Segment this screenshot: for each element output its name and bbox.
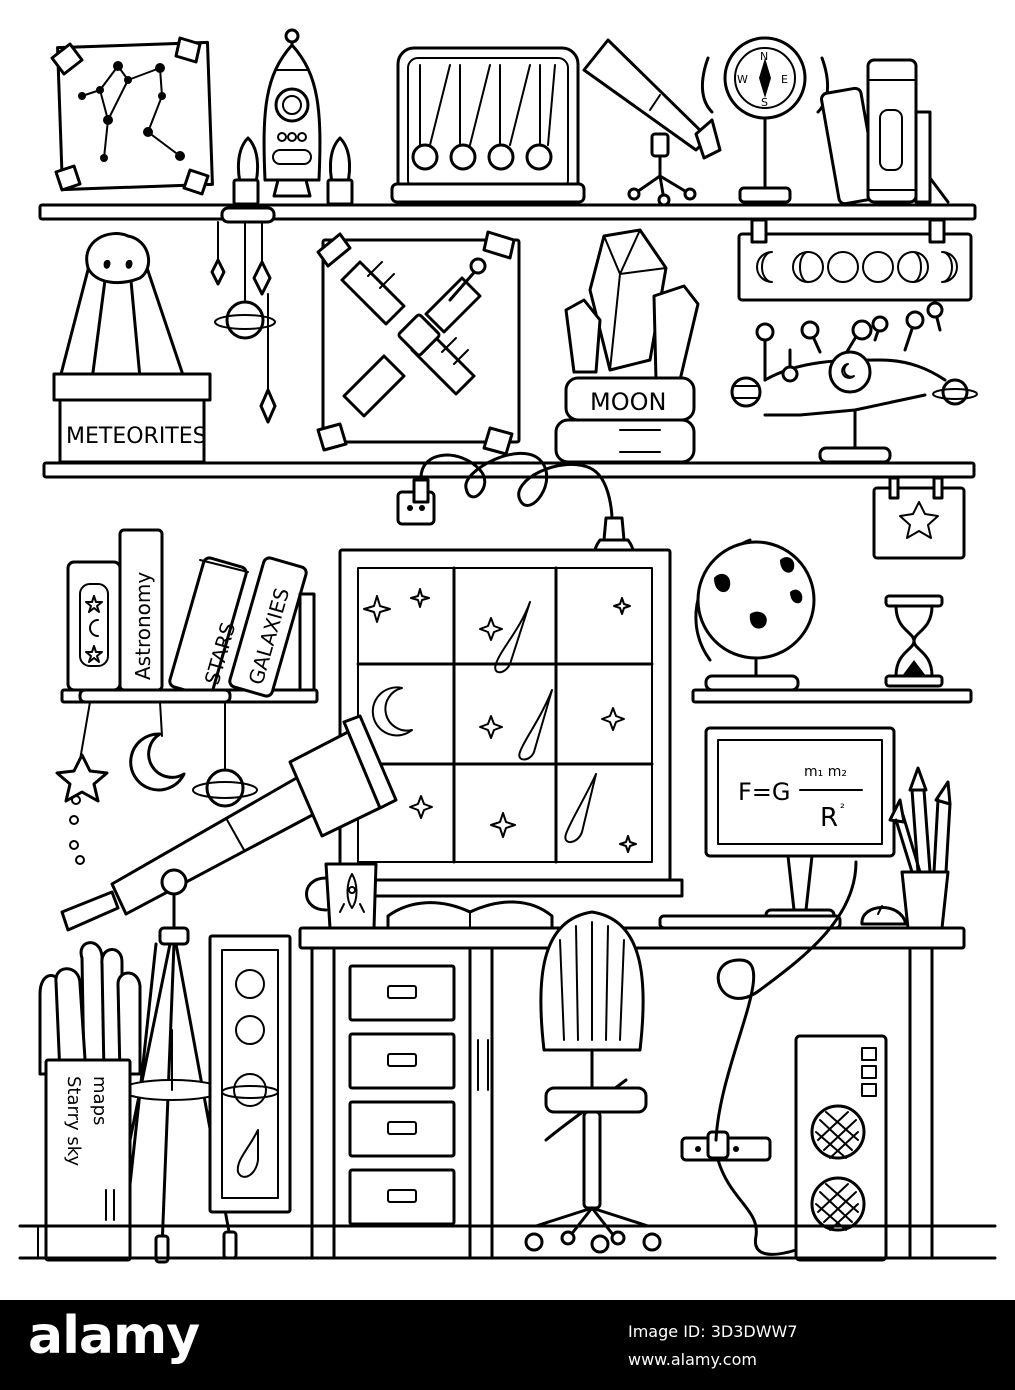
mug-icon <box>305 862 378 930</box>
formula-numerator: m₁ m₂ <box>804 764 847 780</box>
power-strip-icon <box>680 860 858 1256</box>
orrery-icon <box>730 301 978 464</box>
globe-icon <box>694 538 816 692</box>
telescope-large-icon <box>60 714 398 946</box>
hourglass-icon <box>884 594 944 688</box>
crystal-icon <box>564 228 700 382</box>
top-shelf <box>38 203 977 221</box>
maps-label: maps <box>89 1076 110 1125</box>
compass-stand-icon: N S E W <box>701 36 829 204</box>
moon-book-label: MOON <box>590 388 666 416</box>
formula-denominator: R <box>820 803 838 833</box>
star-note-icon <box>872 476 966 560</box>
newtons-cradle-icon <box>390 46 586 204</box>
formula-exponent: ² <box>840 801 845 815</box>
bookshelf-left-icon: Astronomy STARS GALAXIES <box>55 528 316 865</box>
window-icon <box>328 548 684 898</box>
telescope-small-icon <box>582 38 722 207</box>
alamy-logo: alamy <box>28 1306 200 1366</box>
moon-book-stack-icon: MOON <box>554 376 696 464</box>
poster-planets-icon <box>208 934 292 1214</box>
compass-w: W <box>737 73 748 86</box>
drawers-icon <box>332 946 472 1260</box>
starry-sky-label: Starry sky <box>63 1076 84 1167</box>
meteorite-model-icon <box>58 232 186 382</box>
keyboard-icon <box>658 914 842 930</box>
moon-phases-banner-icon <box>737 218 973 302</box>
book-stack-top-icon <box>820 58 950 206</box>
maps-bin-icon: maps Starry sky <box>38 941 142 1262</box>
pc-tower-icon <box>794 1034 888 1262</box>
floor-line <box>18 1224 997 1260</box>
compass-e: E <box>781 73 788 86</box>
office-chair-icon <box>524 910 662 1254</box>
site-url: www.alamy.com <box>628 1350 757 1369</box>
power-outlet-wall-icon <box>396 452 614 526</box>
pencil-cup-icon <box>888 766 952 930</box>
meteorites-box-icon: METEORITES <box>52 372 212 464</box>
astronomy-book-label: Astronomy <box>131 572 155 680</box>
image-id: Image ID: 3D3DWW7 <box>628 1322 798 1341</box>
meteorites-label: METEORITES <box>66 424 207 449</box>
middle-shelf <box>42 461 976 479</box>
monitor-icon: F=G m₁ m₂ R ² <box>704 726 896 926</box>
hanging-charms-top-icon <box>210 206 277 424</box>
compass-s: S <box>761 96 768 109</box>
space-station-poster-icon <box>316 230 521 456</box>
open-book-icon <box>386 900 554 930</box>
constellation-frame-icon <box>50 36 214 196</box>
watermark-bar: alamy Image ID: 3D3DWW7 www.alamy.com <box>0 1300 1015 1390</box>
compass-n: N <box>760 50 768 63</box>
room-illustration: N S E W <box>18 28 997 1264</box>
globe-shelf-right <box>691 688 973 704</box>
formula-f: F=G <box>738 778 791 806</box>
rocket-toy-icon <box>232 28 354 206</box>
mouse-icon <box>860 905 908 926</box>
